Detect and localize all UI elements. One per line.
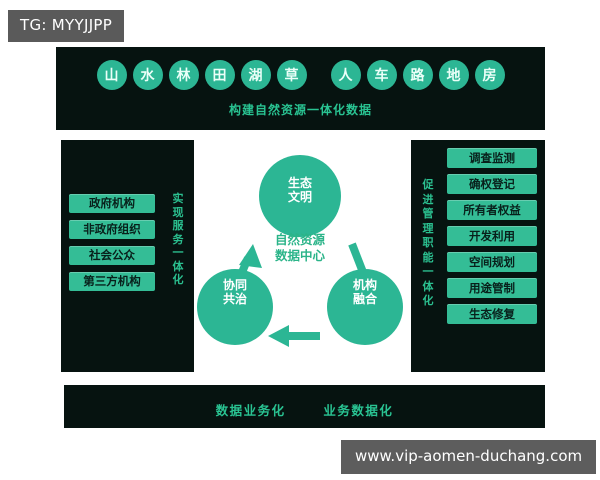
resource-circle-che: 车 [366, 60, 397, 90]
bottom-label-business-to-data: 业务数据化 [323, 403, 394, 418]
cycle-diagram: 自然资源 数据中心 生态 文明 机构 融合 协同 共治 [196, 152, 404, 360]
cycle-node-right-circle [327, 269, 403, 345]
right-item-survey-monitor[interactable]: 调查监测 [447, 148, 537, 168]
left-panel: 政府机构 非政府组织 社会公众 第三方机构 实现服务一体化 [61, 140, 194, 372]
bottom-label-data-to-business: 数据业务化 [215, 403, 286, 418]
resource-circle-lin: 林 [168, 60, 199, 90]
left-item-government[interactable]: 政府机构 [69, 194, 155, 213]
left-panel-vertical-label: 实现服务一体化 [172, 192, 184, 286]
cycle-node-left-circle [197, 269, 273, 345]
right-item-spatial-planning[interactable]: 空间规划 [447, 252, 537, 272]
resource-circle-lu: 路 [402, 60, 433, 90]
left-item-public[interactable]: 社会公众 [69, 246, 155, 265]
resource-circle-di: 地 [438, 60, 469, 90]
right-panel-vertical-label: 促进管理职能一体化 [422, 178, 434, 307]
cycle-center-line1: 自然资源 [274, 232, 325, 247]
right-item-owner-rights[interactable]: 所有者权益 [447, 200, 537, 220]
site-watermark: www.vip-aomen-duchang.com [341, 440, 597, 474]
resource-circle-row: 山 水 林 田 湖 草 人 车 路 地 房 [56, 60, 545, 90]
resource-circle-fang: 房 [474, 60, 505, 90]
right-item-eco-restoration[interactable]: 生态修复 [447, 304, 537, 324]
resource-circle-shui: 水 [132, 60, 163, 90]
cycle-node-top-circle [259, 155, 341, 237]
cycle-diagram-svg [197, 155, 403, 347]
cycle-center-label: 自然资源 数据中心 [250, 232, 350, 264]
cycle-center-line2: 数据中心 [274, 248, 325, 263]
tg-tag: TG: MYYJJPP [8, 10, 125, 42]
top-banner-caption: 构建自然资源一体化数据 [228, 103, 372, 117]
left-item-ngo[interactable]: 非政府组织 [69, 220, 155, 239]
bottom-banner-labels: 数据业务化 业务数据化 [64, 400, 545, 419]
resource-circle-hu: 湖 [240, 60, 271, 90]
resource-circle-ren: 人 [330, 60, 361, 90]
right-panel: 促进管理职能一体化 调查监测 确权登记 所有者权益 开发利用 空间规划 用途管制… [411, 140, 545, 372]
resource-circle-tian: 田 [204, 60, 235, 90]
resource-circle-shan: 山 [96, 60, 127, 90]
right-item-rights-registry[interactable]: 确权登记 [447, 174, 537, 194]
right-item-use-control[interactable]: 用途管制 [447, 278, 537, 298]
left-panel-item-list: 政府机构 非政府组织 社会公众 第三方机构 [69, 194, 155, 291]
top-banner-panel: 山 水 林 田 湖 草 人 车 路 地 房 构建自然资源一体化数据 [56, 47, 545, 130]
left-item-thirdparty[interactable]: 第三方机构 [69, 272, 155, 291]
right-panel-item-list: 调查监测 确权登记 所有者权益 开发利用 空间规划 用途管制 生态修复 [447, 148, 537, 330]
arrow-left-bottom-icon [268, 325, 320, 347]
bottom-banner-panel: 数据业务化 业务数据化 [64, 385, 545, 428]
right-item-development-use[interactable]: 开发利用 [447, 226, 537, 246]
resource-circle-cao: 草 [276, 60, 307, 90]
